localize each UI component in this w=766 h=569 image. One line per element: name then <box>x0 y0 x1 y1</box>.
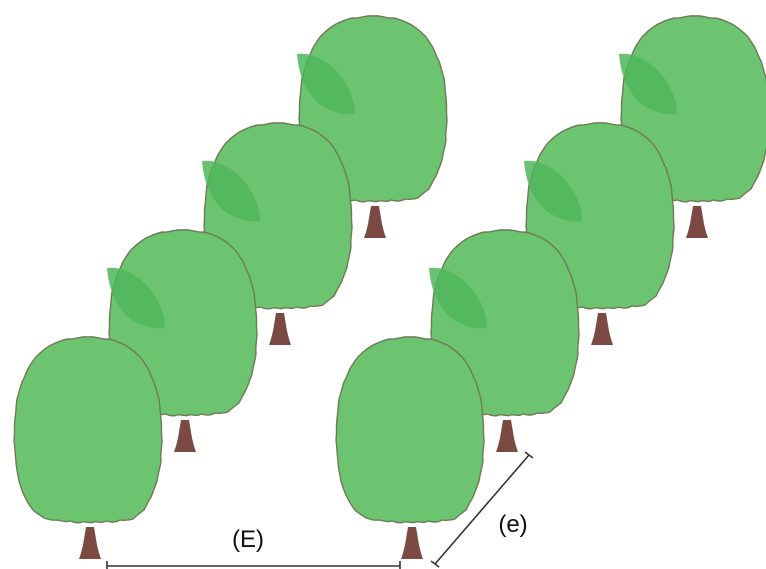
tree-trunk <box>401 527 423 559</box>
tree-spacing-label: (e) <box>498 511 527 538</box>
tree-trunk <box>174 420 196 452</box>
tree <box>335 336 485 559</box>
row-spacing-label: (E) <box>232 526 264 553</box>
tree-trunk <box>591 313 613 345</box>
tree-trunk <box>269 313 291 345</box>
row-spacing-dimension: (E) <box>106 526 401 569</box>
tree <box>13 336 163 559</box>
tree-trunk <box>686 206 708 238</box>
tree-trunk <box>496 420 518 452</box>
tree-spacing-dimension: (e) <box>430 451 534 568</box>
tree-canopy <box>13 336 163 524</box>
tree-trunk <box>364 206 386 238</box>
tree-spacing-line <box>434 454 530 565</box>
tree-rows <box>13 15 766 559</box>
tree-trunk <box>79 527 101 559</box>
tree-spacing-bottom-tick <box>430 560 440 568</box>
tree-canopy <box>335 336 485 524</box>
tree-spacing-top-tick <box>524 451 534 459</box>
